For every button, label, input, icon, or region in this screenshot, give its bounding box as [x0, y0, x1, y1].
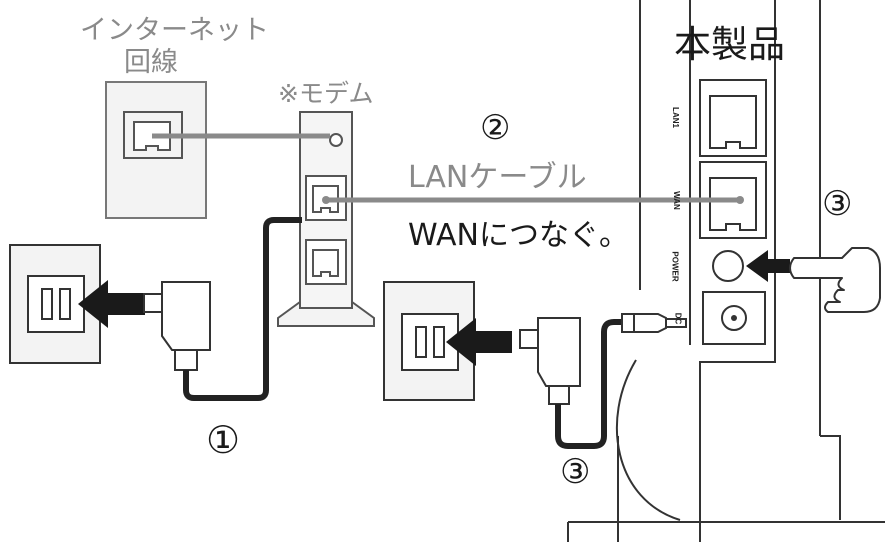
dc-plug	[621, 313, 687, 333]
adapter-cable-right	[555, 319, 624, 449]
step-3-adapter-marker: ③	[560, 452, 591, 492]
step-2-marker: ②	[480, 108, 511, 148]
adapter-cable-left	[183, 217, 302, 401]
modem-label: ※モデム	[278, 79, 374, 108]
ac-adapter-right	[519, 317, 581, 405]
router-stand	[567, 359, 885, 542]
lan1-port-label: LAN1	[670, 107, 680, 128]
wan-port-label: WAN	[671, 191, 681, 210]
power-port-label: POWER	[670, 251, 680, 282]
step-3-power-marker: ③	[822, 184, 853, 224]
internet-line-label-2: 回線	[124, 47, 178, 78]
internet-line-label: インターネット	[80, 15, 269, 46]
wan-connect-label: WANにつなぐ。	[408, 218, 629, 253]
product-label: 本製品	[674, 23, 785, 66]
lan-cable	[322, 196, 744, 204]
power-button	[712, 250, 744, 282]
dc-port-label: DC	[673, 312, 683, 325]
wall-outlet-right	[383, 281, 475, 401]
pointing-hand-icon	[789, 247, 881, 313]
lan-cable-label: LANケーブル	[408, 160, 587, 195]
dc-jack	[702, 291, 766, 345]
ac-adapter-left	[143, 281, 211, 371]
step-1-marker: ①	[206, 418, 241, 462]
internet-wall-jack	[105, 81, 207, 219]
plug-arrow-left	[78, 280, 145, 328]
power-press-arrow	[746, 250, 790, 282]
plug-arrow-right	[446, 318, 512, 366]
lan1-port	[699, 79, 767, 157]
router-body	[639, 0, 821, 542]
